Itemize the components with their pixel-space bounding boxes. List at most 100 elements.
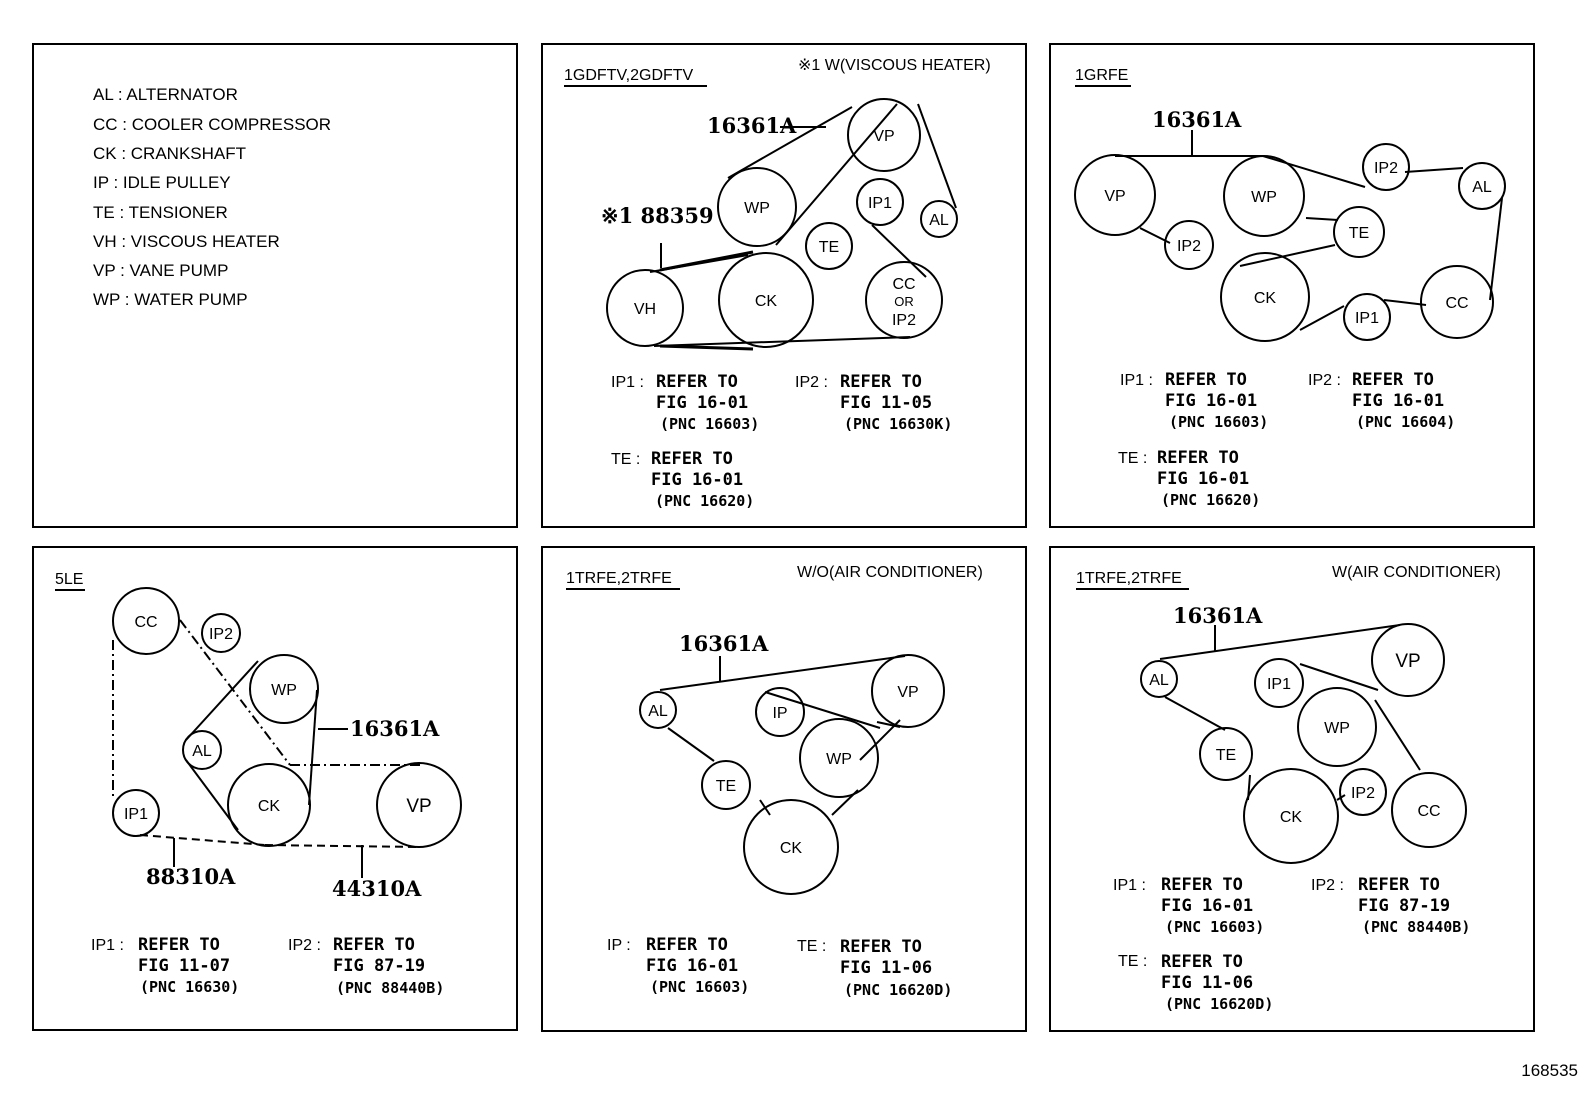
ref-line: (PNC 16620) [1161,491,1260,509]
ref-key: IP2 : [288,937,321,954]
ref-line: FIG 16-01 [1165,391,1257,411]
ref-line: FIG 11-07 [138,956,230,976]
legend-item: VP : VANE PUMP [93,261,228,280]
pulley-al: AL [1472,179,1492,196]
pulley-te: TE [1216,747,1236,764]
ref-line: (PNC 16620D) [844,981,952,999]
ref-line: (PNC 88440B) [336,979,444,997]
condition-label: ※1 W(VISCOUS HEATER) [798,57,991,74]
ref-line: REFER TO [333,935,415,955]
panel-1grfe [1049,43,1535,528]
part-number-belt: 16361A [707,113,797,138]
figure-number: 168535 [1521,1061,1578,1080]
ref-line: REFER TO [1161,952,1243,972]
pulley-al: AL [648,703,668,720]
ref-line: REFER TO [1352,370,1434,390]
part-number-vh-belt: ※1 88359 [601,203,714,228]
ref-line: FIG 16-01 [646,956,738,976]
pulley-cc: CC [1417,803,1440,820]
pulley-vp: VP [873,128,894,145]
engine-label: 1GDFTV,2GDFTV [564,67,694,84]
ref-line: REFER TO [656,372,738,392]
pulley-wp: WP [826,751,852,768]
ref-key: IP1 : [91,937,124,954]
part-number-a: 88310A [146,864,236,889]
pulley-wp: WP [1251,189,1277,206]
legend-item: WP : WATER PUMP [93,290,248,309]
pulley-ip: IP [772,705,787,722]
legend-item: CC : COOLER COMPRESSOR [93,115,331,134]
ref-line: FIG 16-01 [656,393,748,413]
ref-line: (PNC 16603) [650,978,749,996]
ref-key: IP1 : [1113,877,1146,894]
ref-line: REFER TO [1358,875,1440,895]
ref-line: FIG 87-19 [1358,896,1450,916]
ref-line: (PNC 16604) [1356,413,1455,431]
pulley-ip1: IP1 [124,806,148,823]
pulley-cc: CC [1445,295,1468,312]
panel-1trfe-wo-ac [541,546,1027,1032]
engine-label: 1GRFE [1075,67,1128,84]
ref-line: REFER TO [651,449,733,469]
diagram-1trfe-wo-ac: 1TRFE,2TRFE W/O(AIR CONDITIONER) [566,564,983,895]
pulley-or: OR [894,294,914,309]
ref-line: (PNC 16620D) [1165,995,1273,1013]
ref-line: (PNC 16630K) [844,415,952,433]
pulley-ip2: IP2 [1177,238,1201,255]
ref-line: FIG 11-06 [840,958,932,978]
ref-line: REFER TO [646,935,728,955]
ref-key: TE : [797,938,826,955]
ref-key: IP2 : [795,374,828,391]
pulley-vp: VP [1395,651,1420,672]
ref-line: FIG 11-06 [1161,973,1253,993]
pulley-wp: WP [1324,720,1350,737]
pulley-vp: VP [897,684,918,701]
ref-key: TE : [1118,450,1147,467]
pulley-vp: VP [1104,188,1125,205]
ref-line: FIG 16-01 [1157,469,1249,489]
pulley-te: TE [1349,225,1369,242]
ref-key: TE : [1118,953,1147,970]
legend-panel [32,43,518,528]
ref-line: FIG 16-01 [651,470,743,490]
legend: AL : ALTERNATOR CC : COOLER COMPRESSOR C… [93,85,331,309]
ref-line: REFER TO [840,372,922,392]
pulley-ip2: IP2 [892,312,916,329]
legend-item: TE : TENSIONER [93,203,228,222]
panel-1gdftv [541,43,1027,528]
ref-line: (PNC 16603) [1165,918,1264,936]
pulley-wp: WP [271,682,297,699]
part-number-belt: 16361A [350,716,440,741]
ref-line: (PNC 16620) [655,492,754,510]
diagram-1gdftv: 1GDFTV,2GDFTV ※1 W(VISCOUS HEATER) [564,57,991,351]
ref-key: IP : [607,937,631,954]
pulley-al: AL [192,743,212,760]
diagram-1grfe: 1GRFE [1074,67,1506,342]
engine-label: 5LE [55,571,83,588]
engine-label: 1TRFE,2TRFE [566,570,672,587]
pulley-al: AL [929,212,949,229]
panel-1trfe-w-ac [1049,546,1535,1032]
legend-item: AL : ALTERNATOR [93,85,238,104]
pulley-te: TE [819,239,839,256]
pulley-ck: CK [1280,809,1303,826]
legend-item: IP : IDLE PULLEY [93,173,231,192]
condition-label: W(AIR CONDITIONER) [1332,564,1501,581]
ref-key: IP2 : [1311,877,1344,894]
pulley-ip2: IP2 [1351,785,1375,802]
part-number-belt: 16361A [1152,107,1242,132]
ref-line: REFER TO [840,937,922,957]
engine-label: 1TRFE,2TRFE [1076,570,1182,587]
ref-line: REFER TO [138,935,220,955]
diagram-5le: 5LE [55,571,462,878]
pulley-cc: CC [134,614,157,631]
pulley-ck: CK [755,293,778,310]
ref-line: REFER TO [1161,875,1243,895]
pulley-ck: CK [780,840,803,857]
ref-line: FIG 16-01 [1161,896,1253,916]
pulley-wp: WP [744,200,770,217]
ref-key: TE : [611,451,640,468]
pulley-ck: CK [1254,290,1277,307]
pulley-ck: CK [258,798,281,815]
